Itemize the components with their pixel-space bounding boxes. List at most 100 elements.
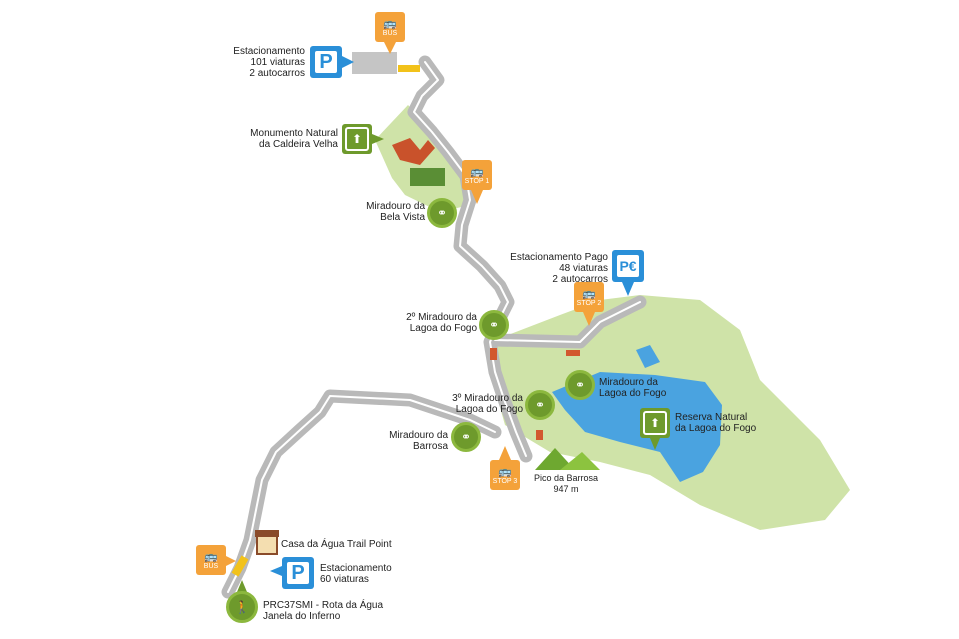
bus-vehicle — [231, 555, 249, 577]
parking-icon: P — [315, 51, 337, 73]
bus-vehicle — [398, 65, 420, 72]
lake-inlet — [636, 345, 660, 368]
label-line: Monumento Natural — [250, 128, 338, 139]
label-line: da Lagoa do Fogo — [675, 423, 757, 434]
bottom-bus-stop-marker[interactable]: 🚌BUS — [196, 545, 226, 575]
bus-label: BUS — [382, 30, 398, 37]
mountain-peak-2 — [560, 452, 600, 470]
hiker-icon: 🚶 — [234, 600, 250, 614]
label-line: Pico da Barrosa — [533, 473, 599, 483]
barrosa-viewpoint-marker[interactable]: ⚭ — [451, 422, 481, 452]
label-line: PRC37SMI - Rota da Água — [263, 600, 384, 611]
label-line: Janela do Inferno — [263, 611, 341, 622]
label-line: Reserva Natural — [675, 412, 748, 423]
bela-vista-viewpoint-marker[interactable]: ⚭ — [427, 198, 457, 228]
label-line: Estacionamento Pago — [510, 252, 608, 263]
pointer — [226, 556, 236, 566]
label-line: Miradouro da — [366, 201, 425, 212]
mountain-icon — [535, 448, 575, 470]
stop-label: STOP 2 — [576, 300, 602, 307]
caldeira-trees — [410, 168, 445, 186]
label-line: Estacionamento — [233, 46, 305, 57]
pointer — [342, 56, 354, 68]
pointer — [650, 438, 660, 450]
house-roof — [255, 530, 279, 537]
binoculars-icon: ⚭ — [574, 378, 586, 392]
stop3-marker[interactable]: 🚌STOP 3 — [490, 460, 520, 490]
miradouro2-marker[interactable]: ⚭ — [479, 310, 509, 340]
bottom-parking-marker[interactable]: P — [282, 557, 314, 589]
bus-icon: 🚌 — [383, 18, 397, 30]
label-line: 2 autocarros — [552, 274, 608, 285]
label-line: 101 viaturas — [250, 57, 305, 68]
binoculars-icon: ⚭ — [436, 206, 448, 220]
top-bus-stop-marker[interactable]: 🚌BUS — [375, 12, 405, 42]
caldeira-marker[interactable]: ⬆ — [342, 124, 372, 154]
viewpoint-marker — [566, 350, 580, 356]
bus-icon: 🚌 — [582, 288, 596, 300]
label-line: da Caldeira Velha — [259, 139, 338, 150]
label-line: 2 autocarros — [249, 68, 305, 79]
bus-icon: 🚌 — [498, 466, 512, 478]
top-parking-lot — [352, 52, 397, 74]
label-line: Lagoa do Fogo — [455, 404, 523, 415]
pointer — [384, 42, 396, 54]
nature-reserve-icon: ⬆ — [643, 411, 667, 435]
miradouro-lagoa-marker[interactable]: ⚭ — [565, 370, 595, 400]
binoculars-icon: ⚭ — [488, 318, 500, 332]
nature-monument-icon: ⬆ — [345, 127, 369, 151]
binoculars-icon: ⚭ — [460, 430, 472, 444]
label-line: Miradouro da — [599, 377, 658, 388]
label-line: Barrosa — [412, 441, 448, 452]
bus-icon: 🚌 — [204, 551, 218, 563]
viewpoint-marker — [536, 430, 543, 440]
caldeira-building — [392, 138, 435, 165]
label-line: 2º Miradouro da — [406, 312, 477, 323]
miradouro3-marker[interactable]: ⚭ — [525, 390, 555, 420]
bus-icon: 🚌 — [470, 166, 484, 178]
stop-label: STOP 3 — [492, 478, 518, 485]
pointer — [622, 282, 634, 296]
trail-marker[interactable]: 🚶 — [226, 591, 258, 623]
parking-icon: P — [287, 562, 309, 584]
paid-parking-marker[interactable]: P€ — [612, 250, 644, 282]
label-line: Estacionamento — [320, 563, 392, 574]
reserva-marker[interactable]: ⬆ — [640, 408, 670, 438]
label-line: 60 viaturas — [320, 574, 369, 585]
stop2-marker[interactable]: 🚌STOP 2 — [574, 282, 604, 312]
pointer — [372, 134, 384, 144]
stop1-marker[interactable]: 🚌STOP 1 — [462, 160, 492, 190]
pointer — [237, 580, 247, 592]
binoculars-icon: ⚭ — [534, 398, 546, 412]
stop-label: STOP 1 — [464, 178, 490, 185]
label-line: 947 m — [553, 484, 579, 494]
pointer — [270, 566, 282, 576]
label-line: Bela Vista — [380, 212, 425, 223]
paid-parking-icon: P€ — [617, 255, 639, 277]
casa-label: Casa da Água Trail Point — [281, 539, 392, 550]
label-line: 3º Miradouro da — [452, 393, 523, 404]
pointer — [471, 190, 483, 204]
bus-label: BUS — [203, 563, 219, 570]
pointer — [583, 312, 595, 326]
pointer — [499, 446, 511, 460]
viewpoint-marker — [490, 348, 497, 360]
lagoa-do-fogo-lake — [552, 372, 722, 482]
label-line: Miradouro da — [389, 430, 448, 441]
label-line: Lagoa do Fogo — [599, 388, 667, 399]
label-line: Lagoa do Fogo — [409, 323, 477, 334]
top-parking-marker[interactable]: P — [310, 46, 342, 78]
label-line: 48 viaturas — [559, 263, 608, 274]
